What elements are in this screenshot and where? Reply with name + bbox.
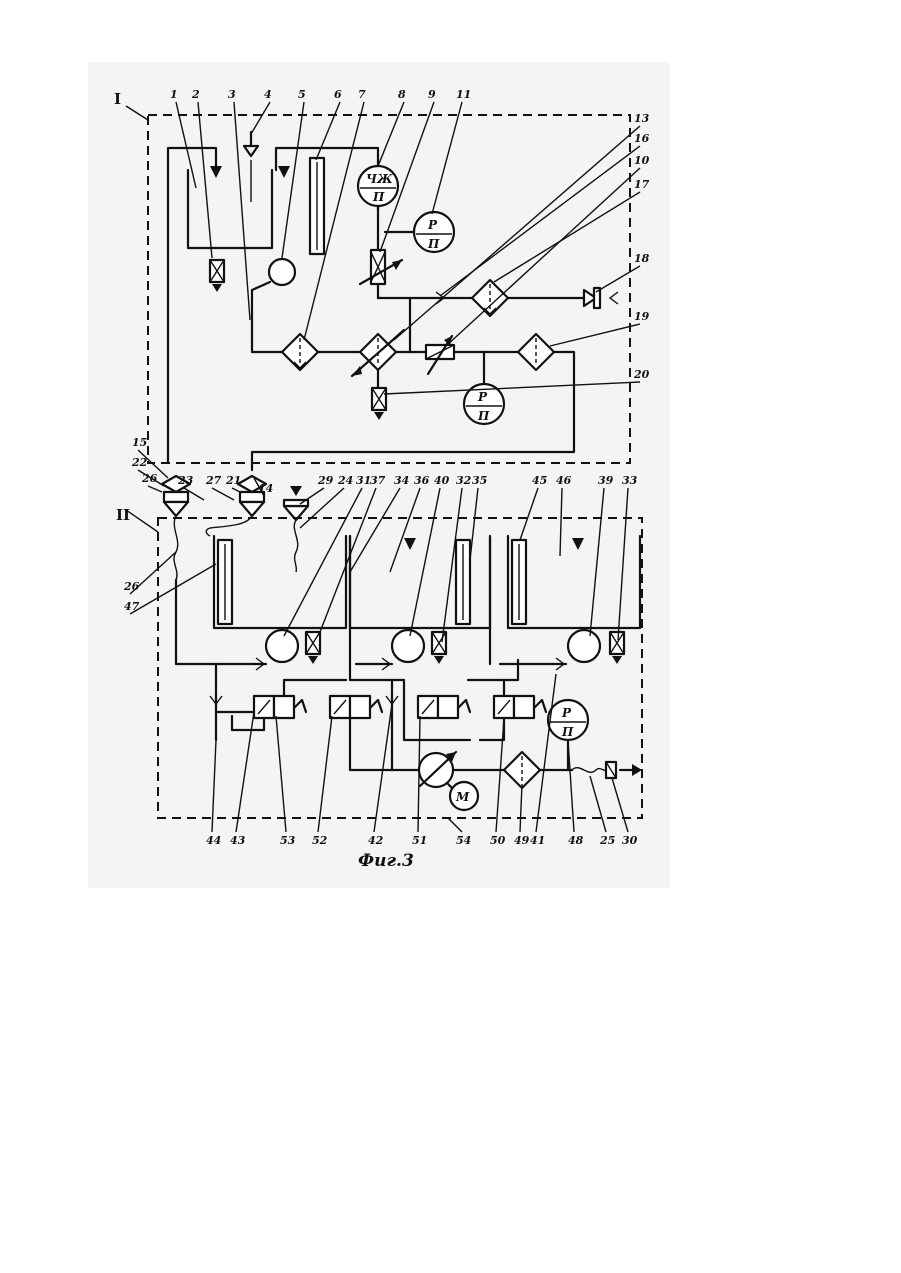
motor-label: М bbox=[455, 790, 470, 804]
callout-37: 37 bbox=[370, 474, 386, 487]
callout-3: 3 bbox=[228, 88, 236, 101]
gauge-bottom: П bbox=[427, 237, 440, 251]
callout-44: 44 bbox=[206, 834, 221, 847]
callout-2: 2 bbox=[191, 88, 200, 101]
gauge-bottom: П bbox=[477, 409, 490, 423]
block-ii-label: II bbox=[116, 506, 130, 524]
callout-36: 36 bbox=[414, 474, 430, 487]
callout-43: 43 bbox=[230, 834, 246, 847]
callout-34: 34 bbox=[394, 474, 409, 487]
callout-15: 15 bbox=[132, 436, 147, 449]
block-i-label: I bbox=[114, 90, 121, 108]
callout-41: 41 bbox=[530, 834, 545, 847]
pump-icon bbox=[266, 630, 298, 662]
callout-18: 18 bbox=[634, 252, 650, 265]
callout-16: 16 bbox=[634, 132, 650, 145]
callout-23: 23 bbox=[177, 474, 194, 487]
callout-1: 1 bbox=[170, 88, 178, 101]
callout-29: 29 bbox=[317, 474, 334, 487]
callout-20: 20 bbox=[633, 368, 650, 381]
callout-39: 39 bbox=[598, 474, 614, 487]
distributor-icon bbox=[350, 696, 370, 718]
callout-4: 4 bbox=[264, 88, 272, 101]
pump-icon bbox=[392, 630, 424, 662]
gauge-bottom: П bbox=[561, 725, 574, 739]
callout-26: 26 bbox=[123, 580, 140, 593]
callout-24: 24 bbox=[337, 474, 353, 487]
callout-40: 40 bbox=[434, 474, 450, 487]
callout-42: 42 bbox=[368, 834, 384, 847]
flow-meter-bottom: П bbox=[372, 190, 385, 204]
callout-50: 50 bbox=[490, 834, 506, 847]
callout-46: 46 bbox=[556, 474, 572, 487]
callout-51: 51 bbox=[412, 834, 427, 847]
pump-icon bbox=[269, 259, 295, 285]
callout-5: 5 bbox=[298, 88, 306, 101]
callout-8: 8 bbox=[398, 88, 406, 101]
callout-7: 7 bbox=[358, 88, 366, 101]
callout-47: 47 bbox=[124, 600, 140, 613]
callout-6: 6 bbox=[334, 88, 342, 101]
callout-27: 27 bbox=[205, 474, 222, 487]
callout-19: 19 bbox=[634, 310, 650, 323]
callout-48: 48 bbox=[568, 834, 584, 847]
callout-25: 25 bbox=[599, 834, 615, 847]
quick-coupling-body bbox=[164, 492, 188, 502]
callout-35: 35 bbox=[472, 474, 487, 487]
callout-17: 17 bbox=[634, 178, 650, 191]
distributor-icon bbox=[438, 696, 458, 718]
callout-30: 30 bbox=[622, 834, 638, 847]
callout-22: 22 bbox=[131, 456, 148, 469]
callout-32: 32 bbox=[456, 474, 472, 487]
callout-54: 54 bbox=[456, 834, 471, 847]
gauge-top: Р bbox=[427, 218, 438, 232]
distributor-icon bbox=[514, 696, 534, 718]
gauge-top: Р bbox=[561, 706, 572, 720]
distributor-icon bbox=[274, 696, 294, 718]
flow-meter-top: ЧЖ bbox=[366, 172, 393, 186]
callout-53: 53 bbox=[280, 834, 296, 847]
figure-caption: Фиг.3 bbox=[358, 851, 414, 871]
callout-10: 10 bbox=[634, 154, 650, 167]
pump-icon bbox=[568, 630, 600, 662]
callout-52: 52 bbox=[312, 834, 328, 847]
callout-45: 45 bbox=[532, 474, 547, 487]
callout-11: 11 bbox=[456, 88, 471, 101]
callout-33: 33 bbox=[622, 474, 638, 487]
callout-9: 9 bbox=[428, 88, 436, 101]
callout-49: 49 bbox=[514, 834, 530, 847]
callout-21: 21 bbox=[225, 474, 241, 487]
callout-13: 13 bbox=[634, 112, 650, 125]
gauge-top: Р bbox=[477, 390, 488, 404]
